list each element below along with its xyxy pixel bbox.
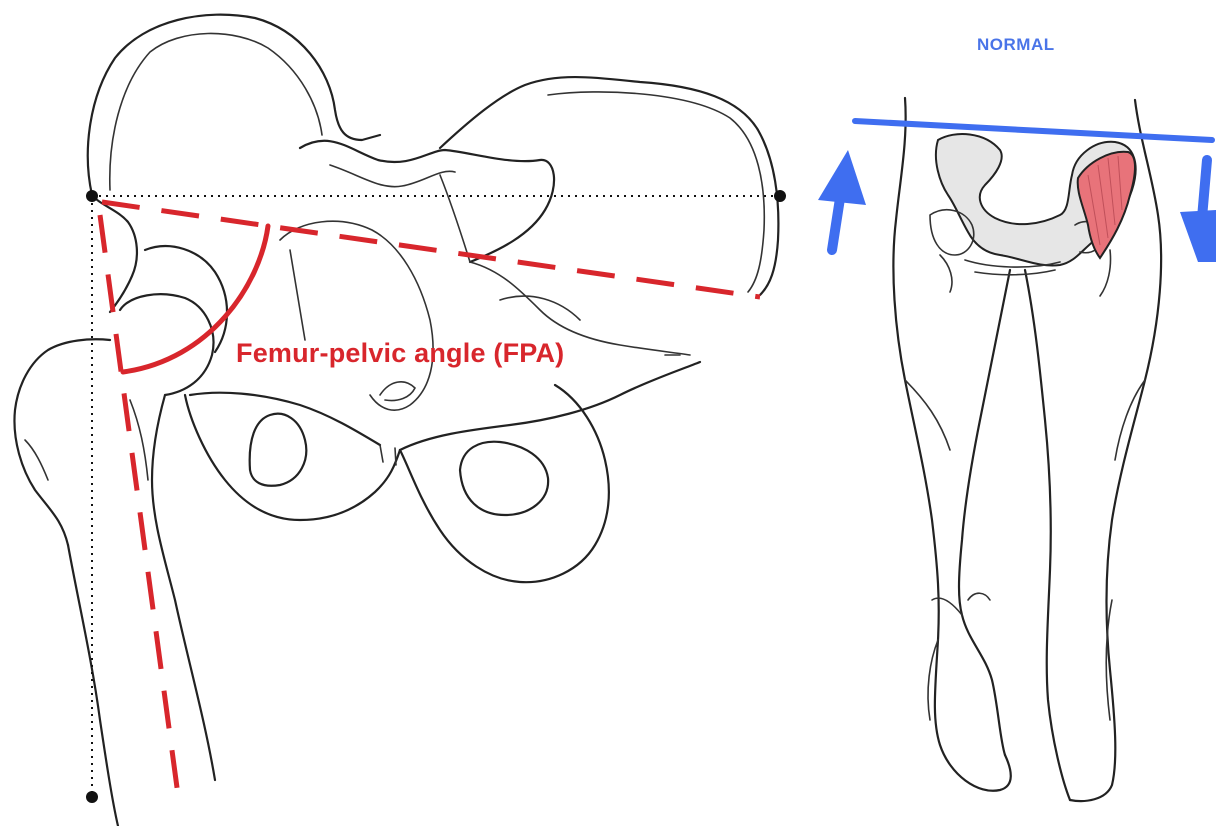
legs-figure — [893, 98, 1161, 801]
reference-lines — [86, 190, 786, 803]
reference-point-top-left — [86, 190, 98, 202]
femoral-axis-dashed-line — [100, 215, 178, 795]
pelvic-axis-dashed-line — [102, 202, 760, 297]
arrow-down-icon — [1180, 160, 1216, 262]
pelvic-tilt-line — [855, 121, 1212, 140]
arrow-up-icon — [818, 150, 866, 250]
fpa-label: Femur-pelvic angle (FPA) — [236, 338, 564, 369]
normal-label: NORMAL — [977, 35, 1055, 55]
reference-point-bottom — [86, 791, 98, 803]
reference-point-right — [774, 190, 786, 202]
